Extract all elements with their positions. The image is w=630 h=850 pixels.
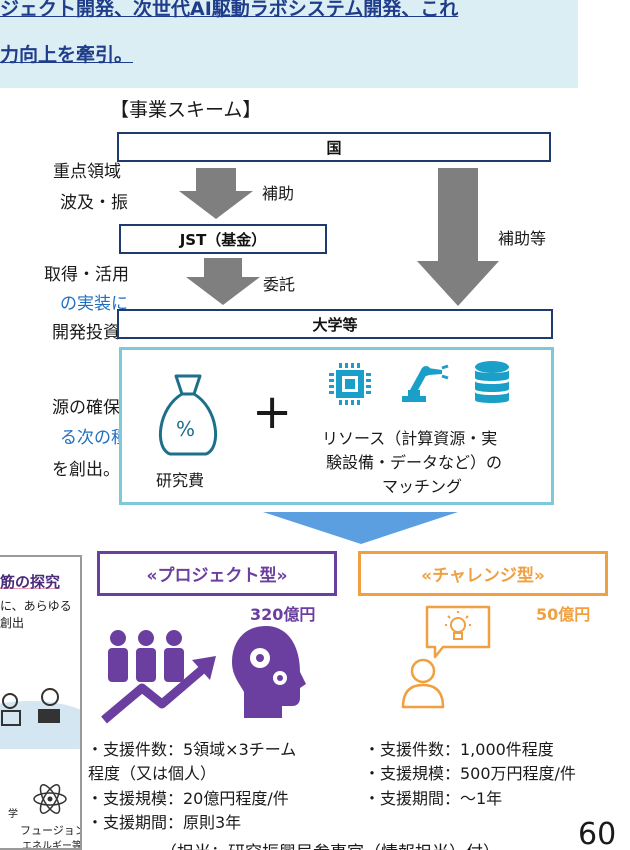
arrow-jst-to-universities <box>186 258 260 305</box>
project-type-label: «プロジェクト型» <box>146 566 288 586</box>
arrow-resources-to-types <box>263 512 458 544</box>
matching-line-2: 験設備・データなど）の <box>326 453 503 472</box>
commission-label: 委託 <box>263 275 296 294</box>
jst-box: JST（基金） <box>119 224 327 254</box>
team-growth-icon <box>101 630 216 724</box>
project-detail-1: ・支援件数：5領域×3チーム <box>87 740 297 759</box>
idea-person-icon <box>401 605 491 709</box>
left-text-3: 取得・活用 <box>44 265 129 285</box>
head-gears-icon <box>232 626 306 718</box>
subsidy-label: 補助 <box>262 184 295 203</box>
left-text-4: の実装に <box>60 294 128 314</box>
subsidy-etc-label: 補助等 <box>498 229 547 248</box>
plus-sign: + <box>252 384 293 440</box>
banner-line-1: ジェクト開発、次世代AI駆動ラボシステム開発、これ <box>0 0 459 20</box>
universities-box: 大学等 <box>117 309 553 339</box>
challenge-detail-3: ・支援期間：～1年 <box>364 789 503 808</box>
left-panel-fragment: 学 <box>8 809 18 820</box>
money-bag-icon <box>158 374 218 456</box>
atom-icon <box>33 784 67 814</box>
scheme-title: 【事業スキーム】 <box>110 99 262 121</box>
people-illustration <box>0 688 80 749</box>
project-detail-4: ・支援期間：原則3年 <box>87 813 242 832</box>
matching-line-3: マッチング <box>382 477 463 496</box>
percent-symbol: % <box>176 417 196 441</box>
left-text-5: 開発投資 <box>52 323 120 343</box>
matching-line-1: リソース（計算資源・実 <box>322 429 498 448</box>
left-text-8: を創出。 <box>52 460 120 480</box>
jst-label: JST（基金） <box>179 230 267 249</box>
left-text-7: る次の種 <box>60 428 128 448</box>
page-number: 60 <box>578 817 617 850</box>
project-type-amount: 320億円 <box>250 605 316 624</box>
left-text-6: 源の確保 <box>52 398 120 418</box>
top-banner: ジェクト開発、次世代AI駆動ラボシステム開発、これ 力向上を牽引。 <box>0 0 578 88</box>
country-label: 国 <box>326 138 342 157</box>
left-text-1: 重点領域 <box>53 162 121 182</box>
chip-icon <box>329 363 371 405</box>
challenge-detail-1: ・支援件数：1,000件程度 <box>364 740 554 759</box>
database-icon <box>475 361 509 403</box>
robot-arm-icon <box>402 364 449 402</box>
challenge-type-box: «チャレンジ型» <box>358 551 608 596</box>
left-panel-title: 筋の探究 <box>0 573 61 591</box>
challenge-type-label: «チャレンジ型» <box>421 566 545 586</box>
country-box: 国 <box>117 132 551 162</box>
challenge-type-amount: 50億円 <box>536 605 591 624</box>
arrow-country-to-jst <box>179 168 253 219</box>
arrow-country-to-universities <box>417 168 499 306</box>
left-panel-desc-2: 創出 <box>0 616 25 630</box>
banner-line-2: 力向上を牽引。 <box>0 44 134 66</box>
challenge-detail-2: ・支援規模：500万円程度/件 <box>364 764 576 783</box>
left-panel-desc-1: に、あらゆる <box>0 599 72 613</box>
footer-note: （担当：研究振興局参事官（情報担当）付） <box>160 838 500 850</box>
project-detail-3: ・支援規模：20億円程度/件 <box>87 789 289 808</box>
research-fund-label: 研究費 <box>156 471 205 490</box>
left-panel: 筋の探究 に、あらゆる 創出 学 フュージョン エネルギー等 <box>0 555 82 850</box>
universities-label: 大学等 <box>312 315 358 334</box>
project-type-box: «プロジェクト型» <box>97 551 337 596</box>
fusion-line-1: フュージョン <box>20 824 82 837</box>
fusion-line-2: エネルギー等 <box>22 841 82 850</box>
left-text-2: 波及・振 <box>60 193 128 213</box>
project-detail-2: 程度（又は個人） <box>88 764 217 783</box>
